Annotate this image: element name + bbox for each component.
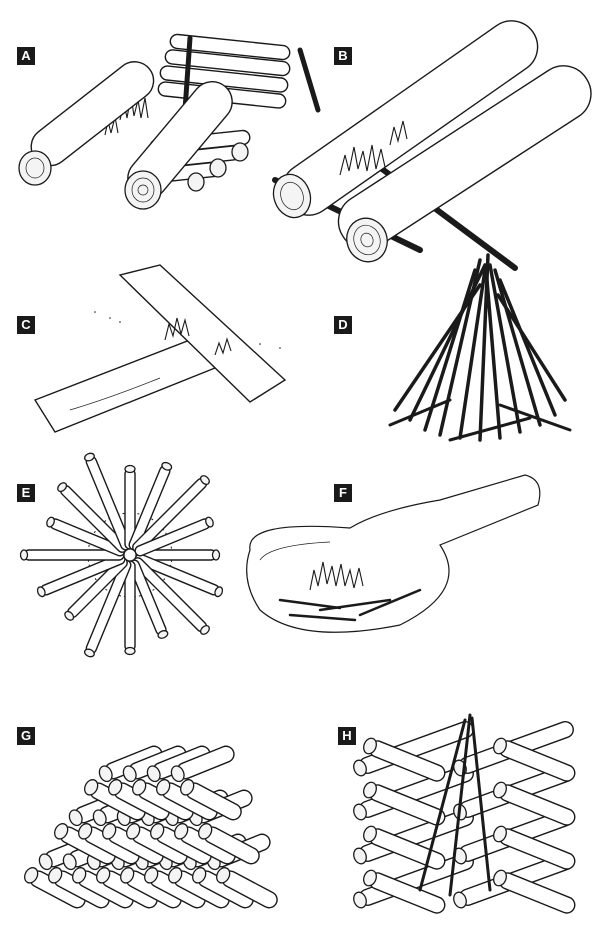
long-log-c <box>33 339 217 433</box>
panel-h: H <box>300 680 600 945</box>
cabin-log <box>493 781 576 826</box>
cabin-log <box>493 737 576 782</box>
stack-log <box>170 745 235 783</box>
long-log-front <box>337 65 592 263</box>
log-layer <box>84 779 242 821</box>
log-layers <box>24 745 278 909</box>
star-log <box>83 559 132 658</box>
cabin-log <box>363 737 446 782</box>
panel-label-e: E <box>17 484 35 502</box>
cabin-level <box>363 825 576 870</box>
star-log <box>128 559 169 639</box>
ground-specks-c <box>94 311 281 349</box>
panel-label-b: B <box>334 47 352 65</box>
star-log <box>83 452 132 551</box>
log-layer <box>54 823 260 865</box>
stack-log <box>198 823 260 865</box>
panel-e: E <box>0 450 300 670</box>
illustration-a <box>18 33 321 210</box>
cabin-log <box>493 825 576 870</box>
panel-b: B <box>272 0 600 271</box>
illustration-c <box>33 264 287 433</box>
inner-teepee <box>418 713 492 897</box>
panel-label-d: D <box>334 316 352 334</box>
star-log <box>134 516 214 557</box>
cross-log-c <box>118 264 287 403</box>
back-log-stack <box>157 33 321 113</box>
illustration-g <box>24 745 278 909</box>
panel-g: G <box>0 680 300 945</box>
panel-a: A <box>0 0 321 230</box>
illustration-b <box>272 20 592 271</box>
panel-label-a: A <box>17 47 35 65</box>
star-log <box>57 482 128 553</box>
panel-label-g: G <box>17 727 35 745</box>
panel-c: C <box>0 240 300 440</box>
panel-f: F <box>246 450 600 670</box>
stack-log <box>216 867 278 909</box>
star-log <box>132 557 210 635</box>
star-log <box>134 553 224 598</box>
teepee-sticks <box>393 253 567 442</box>
cabin-level <box>363 781 576 826</box>
flames-f <box>309 561 364 591</box>
cabin-log <box>363 825 446 870</box>
star-log <box>36 553 126 598</box>
cabin-level <box>363 869 576 914</box>
panel-label-f: F <box>334 484 352 502</box>
star-log <box>64 557 128 621</box>
star-log <box>124 560 136 656</box>
stack-log <box>192 867 254 909</box>
illustration-d <box>388 253 572 442</box>
illustration-h <box>353 713 576 914</box>
cabin-level <box>363 737 576 782</box>
stack-log <box>54 823 116 865</box>
stack-log <box>24 867 86 909</box>
cabin-log <box>363 869 446 914</box>
stack-log <box>102 823 164 865</box>
stack-log <box>174 823 236 865</box>
base-kindling <box>388 398 572 442</box>
cabin-logs <box>353 713 576 914</box>
star-log <box>132 475 210 553</box>
star-log <box>19 549 125 561</box>
stack-log <box>144 867 206 909</box>
panel-d: D <box>300 240 600 450</box>
cabin-log <box>363 781 446 826</box>
pit-sticks <box>278 588 422 622</box>
flames-b <box>339 120 408 176</box>
star-log <box>135 549 221 561</box>
long-log-back <box>272 20 539 219</box>
stack-log <box>180 779 242 821</box>
fire-pit <box>246 474 541 633</box>
stack-log <box>156 779 218 821</box>
log-layer <box>98 745 235 783</box>
star-logs <box>19 452 224 658</box>
stack-log <box>84 779 146 821</box>
star-log <box>46 516 126 557</box>
side-log-left <box>18 61 155 186</box>
star-log <box>128 461 173 551</box>
panel-label-c: C <box>17 316 35 334</box>
cabin-log <box>493 869 576 914</box>
flames-c <box>164 317 232 356</box>
log-layer <box>24 867 278 909</box>
star-log <box>124 464 136 550</box>
side-log-right <box>124 80 233 210</box>
illustration-e <box>19 452 224 658</box>
illustration-f <box>246 474 541 633</box>
panel-label-h: H <box>338 727 356 745</box>
